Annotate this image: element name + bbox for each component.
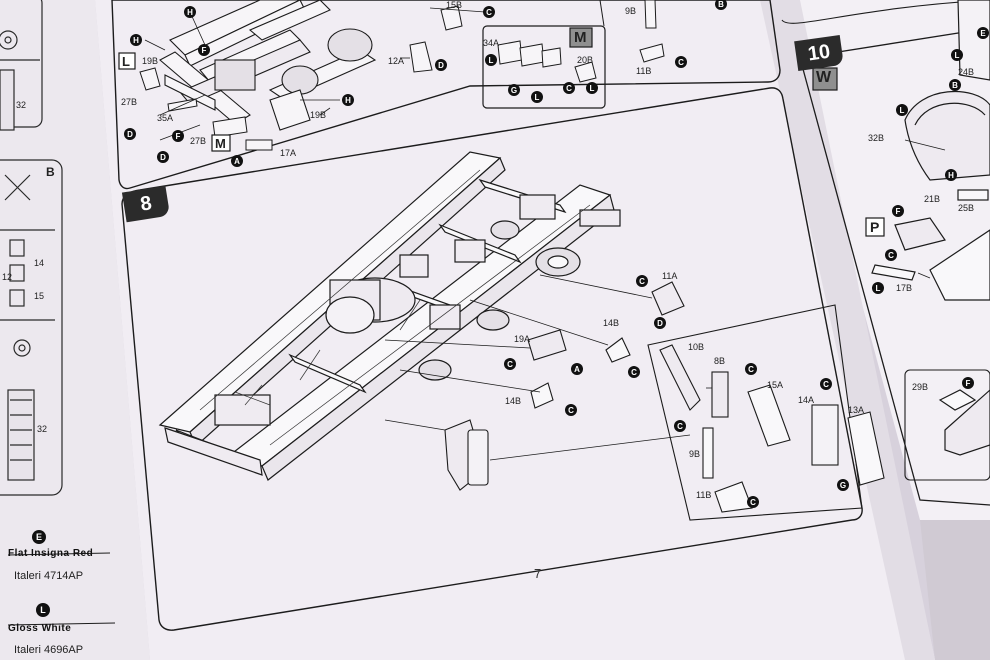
svg-text:F: F [896,207,901,216]
svg-text:C: C [568,406,574,415]
svg-text:D: D [160,153,166,162]
sprue-label: B [46,165,55,179]
svg-text:G: G [511,86,517,95]
svg-text:D: D [127,130,133,139]
boxed-letter-m: M [215,136,226,151]
part-label: 14B [603,318,620,328]
paint-code-dot: E [32,530,46,544]
svg-text:L: L [535,93,540,102]
svg-text:A: A [234,157,240,166]
part-label: 25B [958,203,975,213]
part-label: 13A [848,405,865,415]
svg-text:L: L [489,56,494,65]
part-label: 27B [190,136,207,146]
part-label: 9B [689,449,701,459]
svg-text:C: C [823,380,829,389]
svg-text:F: F [176,132,181,141]
part-label: 19A [514,334,531,344]
sprue-number: 32 [37,424,48,434]
sprue-number: 12 [2,272,13,282]
part-label: 19B [310,110,327,120]
part-label: 14A [798,395,815,405]
part-label: 34A [483,38,500,48]
svg-text:C: C [888,251,894,260]
svg-text:C: C [639,277,645,286]
paint-name: Flat Insigna Red [8,548,94,559]
part-label: 12A [388,56,405,66]
svg-text:B: B [718,0,724,9]
part-label: 14B [505,396,522,406]
sprue-number: 14 [34,258,45,268]
svg-text:D: D [657,319,663,328]
boxed-letter-w: W [816,69,832,86]
part-label: 35A [157,113,174,123]
part-label: 8B [714,356,726,366]
boxed-letter-m-gray: M [574,29,587,46]
svg-text:H: H [345,96,351,105]
part-label: 19B [142,56,159,66]
part-label: 11A [662,271,678,281]
svg-text:H: H [948,171,954,180]
svg-text:C: C [507,360,513,369]
svg-text:G: G [840,481,846,490]
svg-text:C: C [566,84,572,93]
svg-text:A: A [574,365,580,374]
part-label: 32B [868,133,885,143]
svg-text:C: C [631,368,637,377]
part-label: 27B [121,97,138,107]
page-number: 7 [534,566,542,581]
part-label: 10B [688,342,705,352]
svg-text:B: B [952,81,958,90]
paint-reference: Italeri 4714AP [14,570,84,582]
sprue-number: 32 [16,100,27,110]
part-label: 21B [924,194,941,204]
part-label: 17B [896,283,913,293]
svg-text:C: C [677,422,683,431]
paint-reference: Italeri 4696AP [14,644,84,656]
svg-text:H: H [133,36,139,45]
part-label: 15B [446,0,463,10]
part-label: 17A [280,148,297,158]
part-label: 11B [696,490,712,500]
paint-name: Gloss White [8,623,72,634]
boxed-letter-l: L [122,54,130,69]
svg-text:F: F [202,46,207,55]
svg-text:D: D [438,61,444,70]
svg-text:E: E [980,29,986,38]
svg-text:C: C [750,498,756,507]
part-label: 9B [625,6,637,16]
svg-text:L: L [590,84,595,93]
svg-text:C: C [748,365,754,374]
part-label: 15A [767,380,784,390]
svg-text:L: L [900,106,905,115]
svg-text:C: C [678,58,684,67]
svg-text:F: F [966,379,971,388]
svg-text:L: L [876,284,881,293]
boxed-letter-p: P [870,219,880,235]
svg-text:C: C [486,8,492,17]
part-label: 11B [636,66,652,76]
svg-text:H: H [187,8,193,17]
svg-text:L: L [955,51,960,60]
sprue-number: 15 [34,291,45,301]
paint-code-dot: L [36,603,50,617]
part-label: 20B [577,55,594,65]
part-label: 24B [958,67,975,77]
part-label: 29B [912,382,929,392]
